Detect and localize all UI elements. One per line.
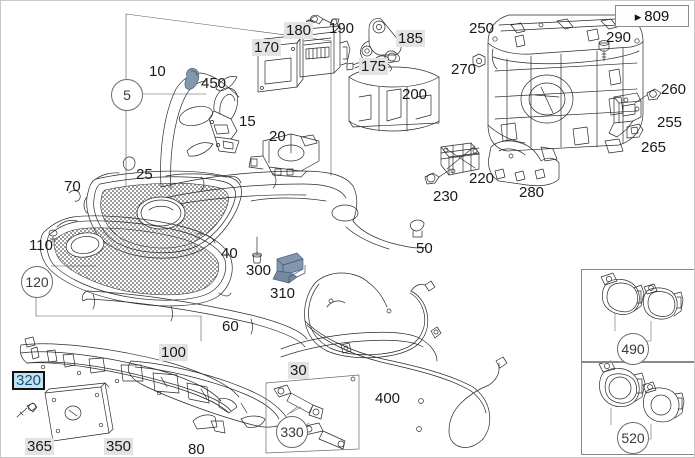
part-callout-60[interactable]: 60: [222, 318, 239, 335]
part-callout-265[interactable]: 265: [641, 139, 667, 156]
part-callout-120[interactable]: 120: [21, 266, 53, 298]
arrow-right-icon: ▸: [634, 8, 642, 24]
part-callout-365[interactable]: 365: [25, 438, 55, 455]
part-callout-20[interactable]: 20: [269, 128, 286, 145]
part-callout-200[interactable]: 200: [402, 86, 428, 103]
part-callout-220[interactable]: 220: [469, 170, 495, 187]
part-callout-190[interactable]: 190: [329, 20, 355, 37]
part-callout-25[interactable]: 25: [136, 166, 153, 183]
part-callout-100[interactable]: 100: [159, 344, 189, 361]
group-reference-809[interactable]: ▸ 809: [615, 5, 689, 27]
part-callout-10[interactable]: 10: [149, 63, 166, 80]
part-callout-5[interactable]: 5: [111, 79, 143, 111]
part-callout-490[interactable]: 490: [617, 333, 649, 365]
part-callout-170[interactable]: 170: [252, 39, 282, 56]
part-callout-520[interactable]: 520: [617, 422, 649, 454]
reference-label: 809: [644, 7, 670, 25]
part-callout-450[interactable]: 450: [201, 75, 227, 92]
part-callout-175[interactable]: 175: [359, 58, 389, 75]
part-callout-40[interactable]: 40: [221, 245, 238, 262]
part-callout-180[interactable]: 180: [284, 22, 314, 39]
part-callout-230[interactable]: 230: [433, 188, 459, 205]
part-callout-280[interactable]: 280: [519, 184, 545, 201]
part-callout-270[interactable]: 270: [451, 61, 477, 78]
part-callout-15[interactable]: 15: [239, 113, 256, 130]
part-callout-50[interactable]: 50: [416, 240, 433, 257]
part-callout-255[interactable]: 255: [657, 114, 683, 131]
part-callout-330[interactable]: 330: [276, 416, 308, 448]
part-callout-310[interactable]: 310: [270, 285, 296, 302]
part-callout-80[interactable]: 80: [188, 441, 205, 458]
part-callout-300[interactable]: 300: [246, 262, 272, 279]
part-callout-400[interactable]: 400: [375, 390, 401, 407]
part-callout-110[interactable]: 110: [29, 237, 53, 254]
part-callout-320[interactable]: 320: [12, 371, 46, 390]
part-callout-185[interactable]: 185: [396, 30, 426, 47]
part-callout-70[interactable]: 70: [64, 178, 81, 195]
part-callout-350[interactable]: 350: [104, 438, 134, 455]
part-callout-250[interactable]: 250: [469, 20, 495, 37]
part-callout-290[interactable]: 290: [606, 29, 632, 46]
part-callout-260[interactable]: 260: [661, 81, 687, 98]
part-callout-30[interactable]: 30: [288, 362, 309, 379]
